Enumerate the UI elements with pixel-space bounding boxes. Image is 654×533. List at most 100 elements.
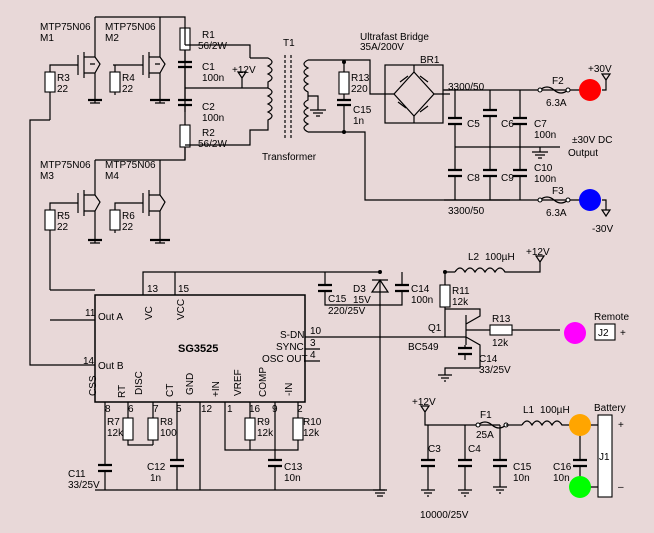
bridge-title-1: Ultrafast Bridge xyxy=(360,32,429,43)
j1-ref: J1 xyxy=(599,452,610,463)
pin-disc-label: DISC xyxy=(134,371,145,395)
r13-snubber-value: 220 xyxy=(351,84,368,95)
c11-ref: C11 xyxy=(68,469,86,480)
pin-vref-num: 16 xyxy=(249,404,261,415)
output-filter: 3300/50 3300/50 C5 C6 C7 100n C8 C9 C10 … xyxy=(444,64,613,235)
sg3525-ic: SG3525 VC VCC 13 15 Out A 11 Out B 14 S-… xyxy=(50,271,445,497)
battery-plus: + xyxy=(618,420,624,431)
q1-model: BC549 xyxy=(408,342,439,353)
c10-ref: C10 xyxy=(534,163,553,174)
t1-ref: T1 xyxy=(283,38,295,49)
m1-ref: M1 xyxy=(40,33,54,44)
pin-vref-label: VREF xyxy=(233,369,244,396)
r2-ref: R2 xyxy=(202,128,215,139)
remote-label: Remote xyxy=(594,312,629,323)
r9-value: 12k xyxy=(257,428,274,439)
c4-ref: C4 xyxy=(468,444,481,455)
m1-model: MTP75N06 xyxy=(40,22,91,33)
ic-name: SG3525 xyxy=(178,343,218,355)
c15-batt-ref: C15 xyxy=(513,462,532,473)
c7-ref: C7 xyxy=(534,119,547,130)
remote-connector: J2 xyxy=(598,328,609,339)
r5-ref: R5 xyxy=(57,211,70,222)
c15-batt-value: 10n xyxy=(513,473,530,484)
r10-value: 12k xyxy=(303,428,320,439)
pin-vc-num: 13 xyxy=(147,284,159,295)
battery-minus: – xyxy=(618,482,624,493)
c9-ref: C9 xyxy=(501,173,514,184)
t1-caption: Transformer xyxy=(262,152,317,163)
remote-terminal xyxy=(564,322,586,344)
pin-gnd-num: 12 xyxy=(201,404,213,415)
neg-output-terminal xyxy=(579,189,601,211)
c14-reg-value: 100n xyxy=(411,295,433,306)
r3-ref: R3 xyxy=(57,73,70,84)
c15-reg-ref: C15 xyxy=(328,294,347,305)
c14-remote-ref: C14 xyxy=(479,354,498,365)
r4-value: 22 xyxy=(122,84,134,95)
bridge-rectifier: Ultrafast Bridge 35A/200V BR1 xyxy=(360,32,450,124)
c7-value: 100n xyxy=(534,130,556,141)
m3-ref: M3 xyxy=(40,171,54,182)
c12-value: 1n xyxy=(150,473,161,484)
c10-value: 100n xyxy=(534,174,556,185)
c3-c4-value: 10000/25V xyxy=(420,510,469,521)
cap-top-value: 3300/50 xyxy=(448,82,485,93)
r3-value: 22 xyxy=(57,84,69,95)
r13-snubber-ref: R13 xyxy=(351,73,370,84)
c12-ref: C12 xyxy=(147,462,166,473)
pin-osc-out-num: 4 xyxy=(310,350,316,361)
regulator: C15 220/25V D3 15V C14 100n L2 100µH +12… xyxy=(318,247,550,337)
transformer-t1: T1 +12V Transformer R13 220 C15 1n xyxy=(185,38,510,201)
m2-model: MTP75N06 xyxy=(105,22,156,33)
r1-value: 56/2W xyxy=(198,41,227,52)
r10-ref: R10 xyxy=(303,417,322,428)
f2-value: 6.3A xyxy=(546,98,567,109)
m4-ref: M4 xyxy=(105,171,119,182)
c13-ref: C13 xyxy=(284,462,303,473)
d3-value: 15V xyxy=(353,295,371,306)
c16-value: 10n xyxy=(553,473,570,484)
c13-value: 10n xyxy=(284,473,301,484)
pin-ct-num: 5 xyxy=(176,404,182,415)
pin-out-b-label: Out B xyxy=(98,361,124,372)
c14-reg-ref: C14 xyxy=(411,284,430,295)
c15-reg-value: 220/25V xyxy=(328,306,366,317)
r7-ref: R7 xyxy=(107,417,120,428)
r13-remote-ref: R13 xyxy=(492,314,511,325)
c1-ref: C1 xyxy=(202,62,215,73)
c2-ref: C2 xyxy=(202,102,215,113)
battery-label: Battery xyxy=(594,403,626,414)
battery-minus-terminal xyxy=(569,476,591,498)
output-caption-1: ±30V DC xyxy=(572,135,613,146)
t1-supply: +12V xyxy=(232,65,256,76)
f3-ref: F3 xyxy=(552,186,564,197)
pin-in-plus-num: 1 xyxy=(227,404,233,415)
pin-in-minus-label: -IN xyxy=(284,383,295,396)
r11-value: 12k xyxy=(452,297,469,308)
pin-vcc-num: 15 xyxy=(178,284,190,295)
l2-ref: L2 xyxy=(468,252,480,263)
r13-remote-value: 12k xyxy=(492,338,509,349)
pin-vc-label: VC xyxy=(144,306,155,320)
pin-out-a-num: 11 xyxy=(85,308,96,319)
c3-ref: C3 xyxy=(428,444,441,455)
f2-ref: F2 xyxy=(552,76,564,87)
c14-remote-value: 33/25V xyxy=(479,365,511,376)
c15-snubber-ref: C15 xyxy=(353,105,372,116)
r8-value: 100 xyxy=(160,428,177,439)
bridge-ref: BR1 xyxy=(420,55,440,66)
r7-value: 12k xyxy=(107,428,124,439)
pin-css-num: 8 xyxy=(105,404,111,415)
c16-ref: C16 xyxy=(553,462,572,473)
l2-value: 100µH xyxy=(485,252,515,263)
c8-ref: C8 xyxy=(467,173,480,184)
pin-out-a-label: Out A xyxy=(98,312,123,323)
r9-ref: R9 xyxy=(257,417,270,428)
bridge-title-2: 35A/200V xyxy=(360,42,404,53)
output-neg-label: -30V xyxy=(592,224,613,235)
m2-ref: M2 xyxy=(105,33,119,44)
pin-disc-num: 7 xyxy=(153,404,159,415)
c6-ref: C6 xyxy=(501,119,514,130)
pin-ct-label: CT xyxy=(165,384,176,397)
